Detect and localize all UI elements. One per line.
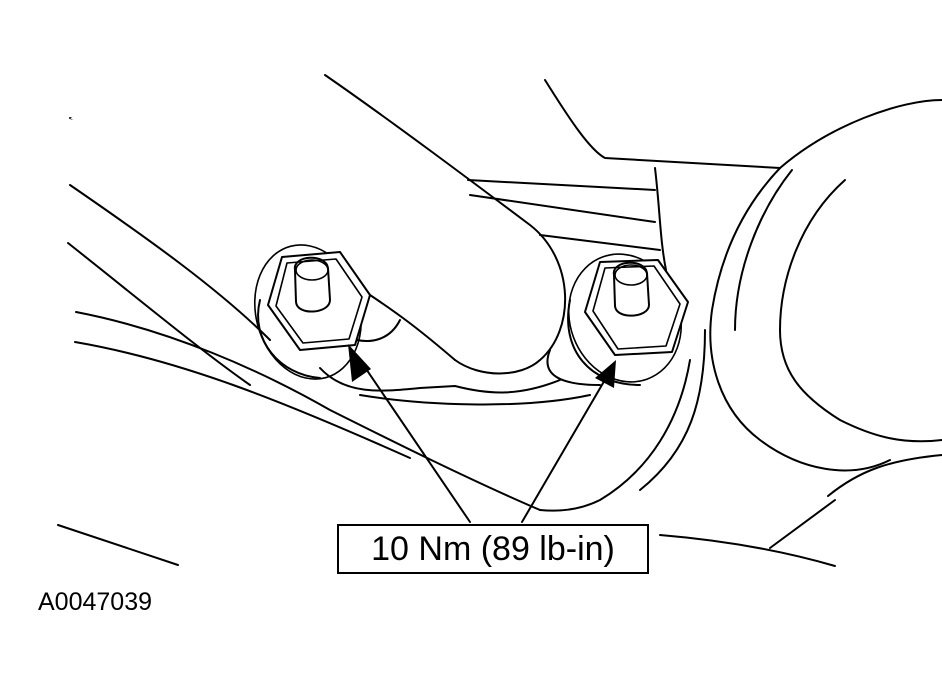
lower-left-edge — [57, 524, 179, 566]
mounting-plate — [319, 329, 706, 512]
left-bolt-nut — [253, 244, 401, 380]
upper-arm — [70, 74, 566, 375]
left-arrowhead — [348, 344, 371, 382]
right-bolt-nut — [567, 253, 689, 386]
figure-id-label: A0047039 — [38, 588, 153, 616]
lower-right-structure — [659, 454, 942, 567]
right-body — [467, 79, 942, 472]
right-arrowhead — [595, 360, 616, 388]
torque-spec-callout: 10 Nm (89 lb-in) — [337, 524, 649, 574]
torque-leader-arrows — [348, 344, 616, 523]
